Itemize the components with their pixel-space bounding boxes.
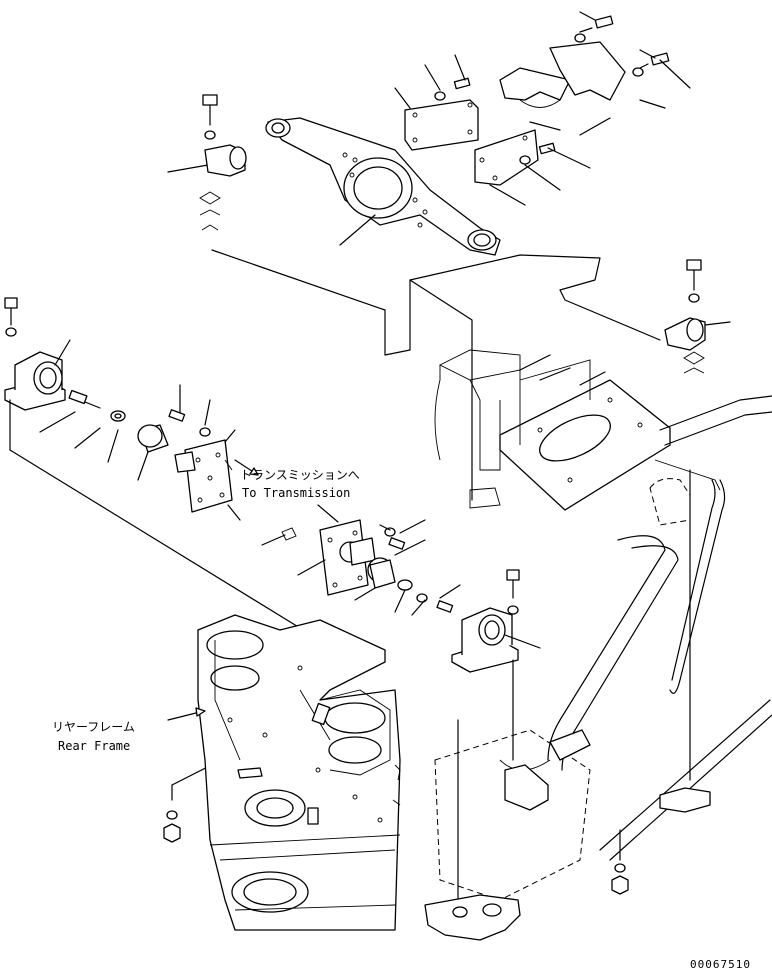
drawing-number: 00067510 bbox=[690, 958, 751, 971]
axle-support-beam bbox=[265, 117, 501, 256]
mid-left-mount-parts bbox=[39, 384, 211, 481]
hydraulic-hose bbox=[547, 479, 772, 861]
frame-side-member bbox=[649, 395, 772, 781]
rear-frame bbox=[197, 614, 401, 931]
right-pedestal-block bbox=[451, 569, 541, 673]
transmission-label-jp: トランスミッションへ bbox=[240, 468, 360, 482]
left-pivot-bushing bbox=[199, 94, 247, 231]
left-pedestal-block bbox=[4, 297, 71, 451]
dashed-frame-outline bbox=[434, 659, 591, 921]
transmission-mount-plate bbox=[174, 429, 241, 521]
clamp-bracket-lower bbox=[474, 129, 539, 186]
bottom-nuts bbox=[163, 810, 629, 895]
rear-frame-label-jp: リヤーフレーム bbox=[52, 720, 135, 734]
right-pivot-bushing bbox=[664, 259, 731, 374]
bottom-bracket bbox=[424, 787, 711, 941]
top-bolts bbox=[434, 15, 670, 165]
rear-frame-label-en: Rear Frame bbox=[58, 739, 130, 753]
center-mount-plate bbox=[434, 349, 671, 511]
rear-frame-arrow bbox=[167, 707, 206, 721]
transmission-label-en: To Transmission bbox=[242, 486, 350, 500]
center-pin-plate bbox=[261, 504, 461, 616]
bearing-cap-halves bbox=[499, 41, 626, 108]
leader-lines-top bbox=[167, 11, 691, 246]
assembly-routing-lines bbox=[211, 249, 661, 501]
transmission-arrow bbox=[234, 459, 259, 476]
clamp-bracket bbox=[404, 99, 479, 151]
